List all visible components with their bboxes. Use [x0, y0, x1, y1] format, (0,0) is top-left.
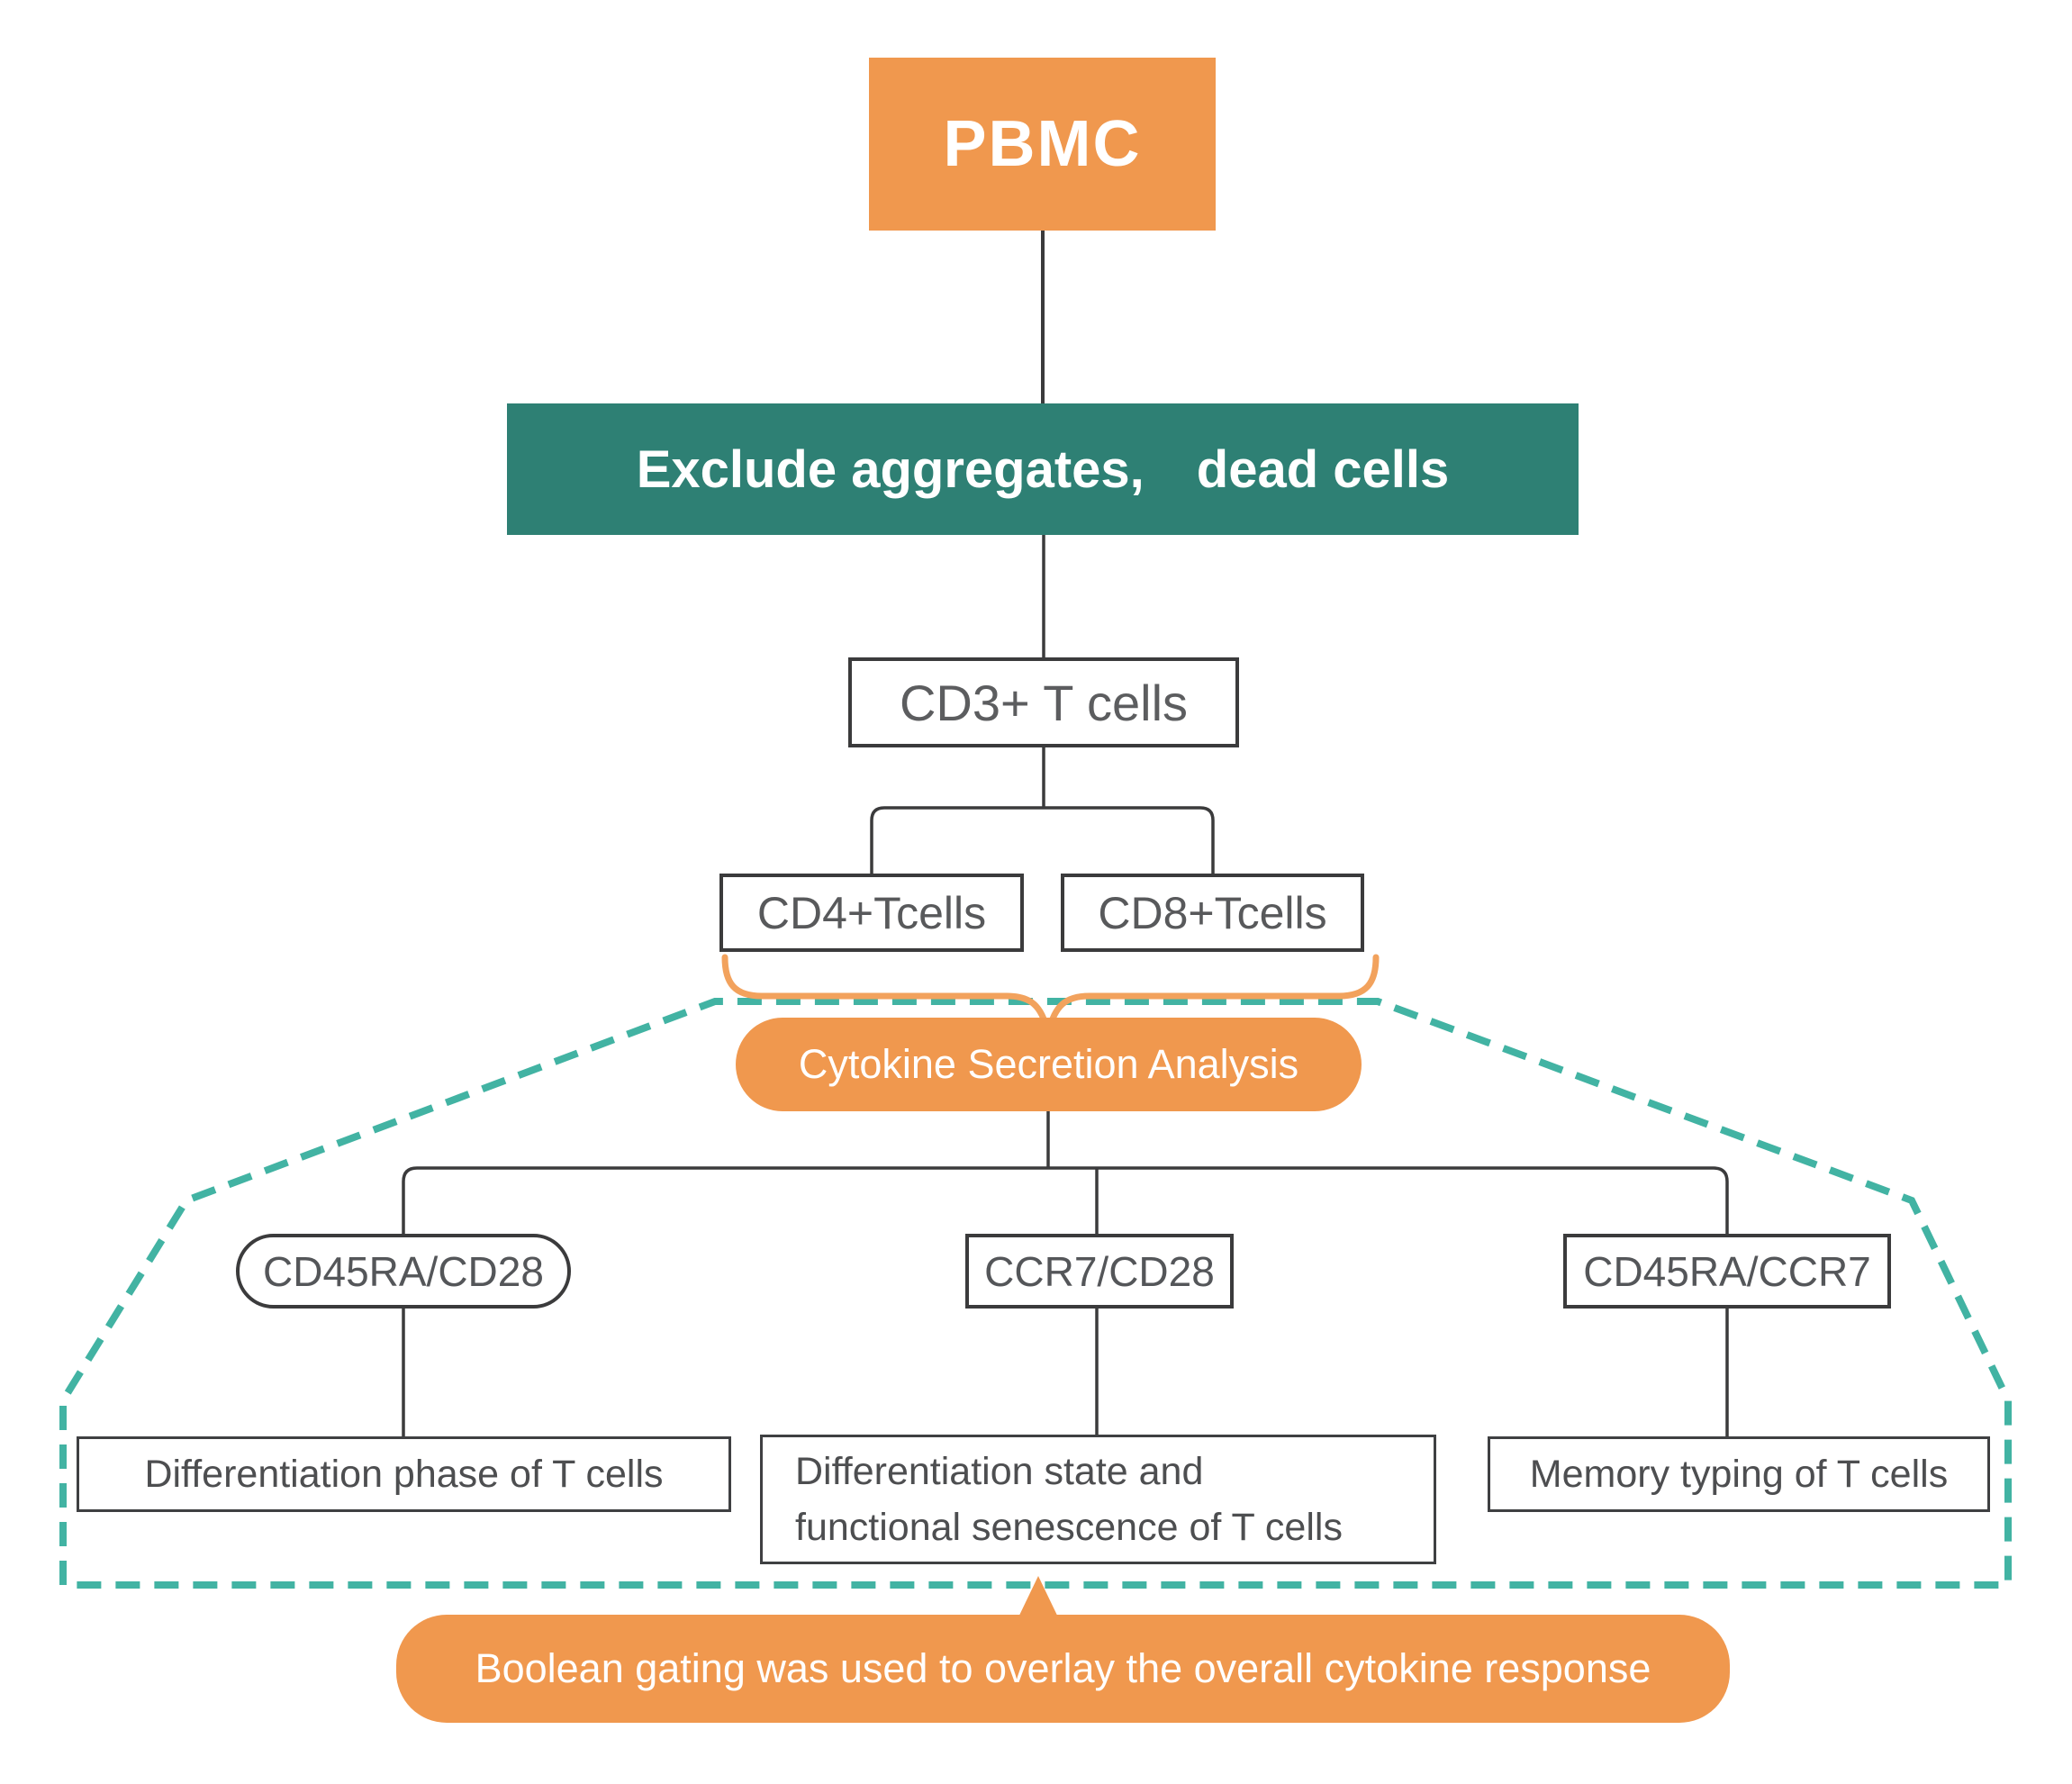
node-result-differentiation-phase-label: Differentiation phase of T cells [144, 1452, 664, 1496]
node-exclude-aggregates: Exclude aggregates, dead cells [507, 403, 1579, 535]
node-result-differentiation-state: Differentiation state and functional sen… [760, 1435, 1436, 1564]
node-exclude-aggregates-label: Exclude aggregates, dead cells [636, 439, 1450, 499]
node-cd4-label: CD4+Tcells [756, 887, 987, 938]
connector-cd3-split [870, 742, 1215, 875]
node-marker-ccr7-cd28: CCR7/CD28 [965, 1234, 1234, 1309]
node-result-differentiation-state-line2: functional senescence of T cells [795, 1506, 1343, 1549]
node-cd3-label: CD3+ T cells [899, 674, 1189, 731]
node-result-differentiation-phase: Differentiation phase of T cells [77, 1436, 731, 1512]
banner-pointer-icon [1016, 1576, 1061, 1623]
node-pbmc: PBMC [869, 58, 1216, 231]
node-result-memory-typing: Memory typing of T cells [1488, 1436, 1990, 1512]
node-cd8-label: CD8+Tcells [1098, 887, 1327, 938]
node-marker-cd45ra-cd28: CD45RA/CD28 [236, 1234, 571, 1309]
node-result-memory-typing-label: Memory typing of T cells [1529, 1452, 1949, 1496]
node-cytokine-secretion-analysis: Cytokine Secretion Analysis [736, 1018, 1362, 1111]
node-marker-cd45ra-cd28-label: CD45RA/CD28 [263, 1247, 544, 1295]
node-result-differentiation-state-line1: Differentiation state and [795, 1449, 1204, 1493]
node-cd4-t-cells: CD4+Tcells [719, 874, 1024, 952]
node-marker-ccr7-cd28-label: CCR7/CD28 [984, 1247, 1215, 1295]
node-cytokine-label: Cytokine Secretion Analysis [798, 1041, 1299, 1087]
node-marker-cd45ra-ccr7: CD45RA/CCR7 [1563, 1234, 1891, 1309]
node-cd3-t-cells: CD3+ T cells [848, 657, 1239, 747]
node-cd8-t-cells: CD8+Tcells [1061, 874, 1364, 952]
boolean-gating-banner-label: Boolean gating was used to overlay the o… [475, 1645, 1651, 1691]
boolean-gating-dashed-region [59, 998, 2012, 1589]
node-pbmc-label: PBMC [943, 108, 1142, 180]
boolean-gating-banner: Boolean gating was used to overlay the o… [396, 1615, 1730, 1723]
node-marker-cd45ra-ccr7-label: CD45RA/CCR7 [1583, 1247, 1871, 1295]
